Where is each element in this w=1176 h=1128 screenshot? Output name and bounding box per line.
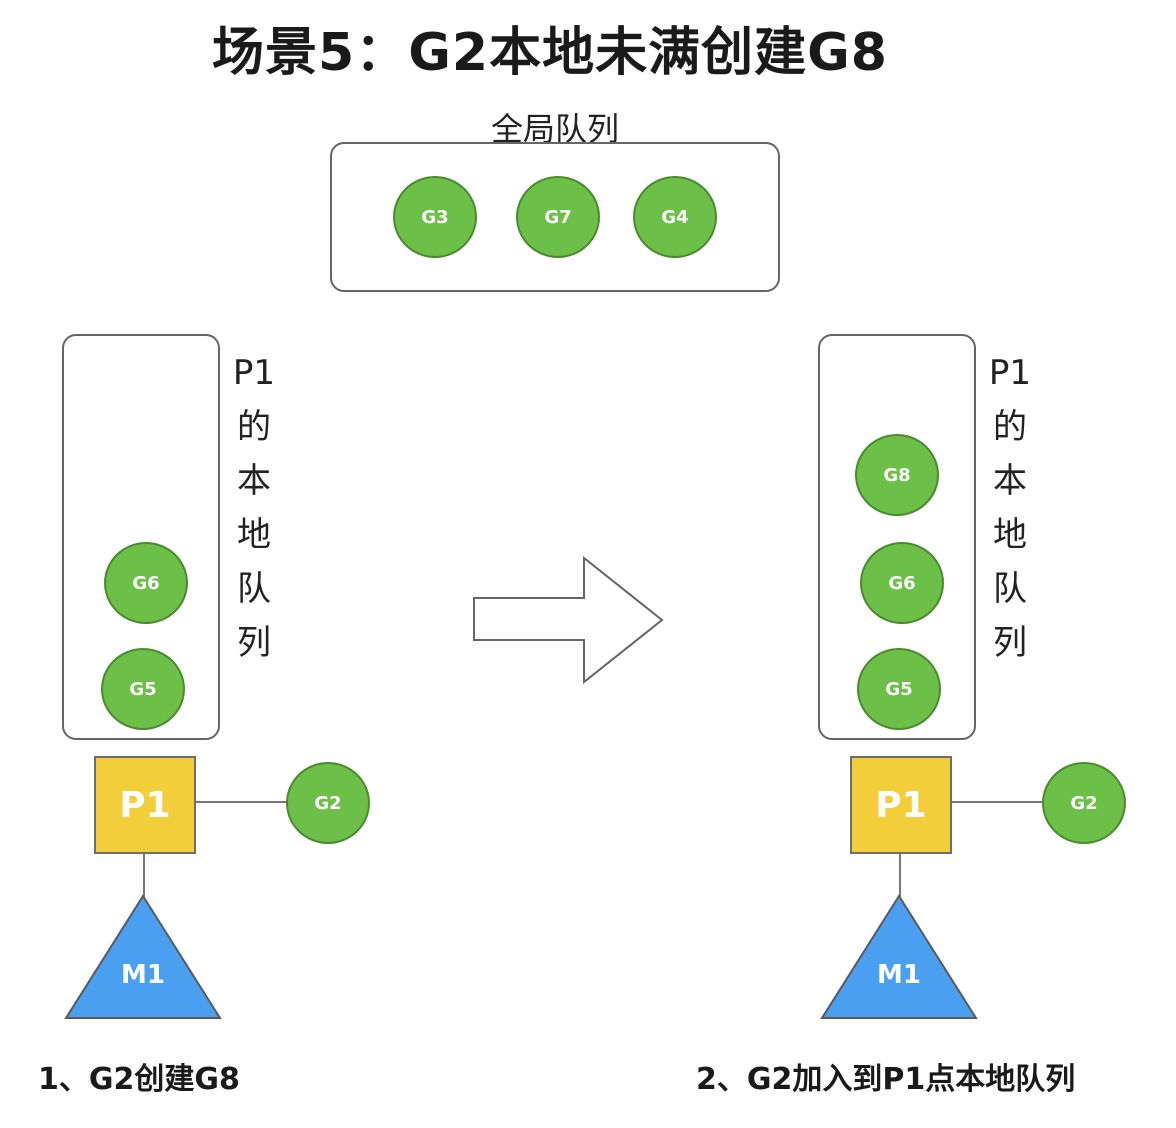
right-local-queue-label-char: 列 (993, 623, 1027, 663)
left-running-goroutine-g2: G2 (286, 762, 370, 844)
left-local-queue-goroutine-g5: G5 (101, 648, 185, 730)
left-caption: 1、G2创建G8 (38, 1062, 240, 1097)
right-local-queue-label: P1 的 本 地 队 列 (988, 346, 1032, 670)
transition-arrow-icon (473, 556, 664, 685)
right-local-queue-goroutine-g8: G8 (855, 434, 939, 516)
left-local-queue-label: P1 的 本 地 队 列 (232, 346, 276, 670)
right-local-queue-label-char: 本 (993, 461, 1027, 501)
left-machine-triangle (64, 894, 222, 1019)
right-local-queue-goroutine-g5: G5 (857, 648, 941, 730)
right-machine-label: M1 (877, 960, 921, 990)
left-local-queue-label-char: 地 (237, 515, 271, 555)
right-machine-triangle (820, 894, 978, 1019)
global-queue-goroutine-g4: G4 (633, 176, 717, 258)
right-running-goroutine-g2: G2 (1042, 762, 1126, 844)
global-queue-goroutine-g7: G7 (516, 176, 600, 258)
right-processor-machine-link (899, 854, 901, 898)
global-queue-label: 全局队列 (490, 110, 619, 148)
right-local-queue-goroutine-g6: G6 (860, 542, 944, 624)
left-machine-label: M1 (121, 960, 165, 990)
left-processor-machine-link (143, 854, 145, 898)
left-local-queue-label-char: 队 (237, 569, 271, 609)
right-local-queue-label-char: 地 (993, 515, 1027, 555)
left-local-queue-label-char: 列 (237, 623, 271, 663)
left-local-queue-label-char: 本 (237, 461, 271, 501)
right-processor-p1: P1 (850, 756, 952, 854)
left-local-queue-goroutine-g6: G6 (104, 542, 188, 624)
right-caption: 2、G2加入到P1点本地队列 (696, 1062, 1076, 1097)
left-local-queue-label-char: 的 (237, 407, 271, 447)
left-processor-goroutine-link (196, 801, 288, 803)
right-local-queue-label-char: 的 (993, 407, 1027, 447)
left-processor-p1: P1 (94, 756, 196, 854)
page-title: 场景5：G2本地未满创建G8 (212, 23, 888, 83)
right-local-queue-label-char: 队 (993, 569, 1027, 609)
left-local-queue-label-char: P1 (232, 353, 276, 393)
right-processor-goroutine-link (952, 801, 1044, 803)
right-local-queue-label-char: P1 (988, 353, 1032, 393)
global-queue-goroutine-g3: G3 (393, 176, 477, 258)
